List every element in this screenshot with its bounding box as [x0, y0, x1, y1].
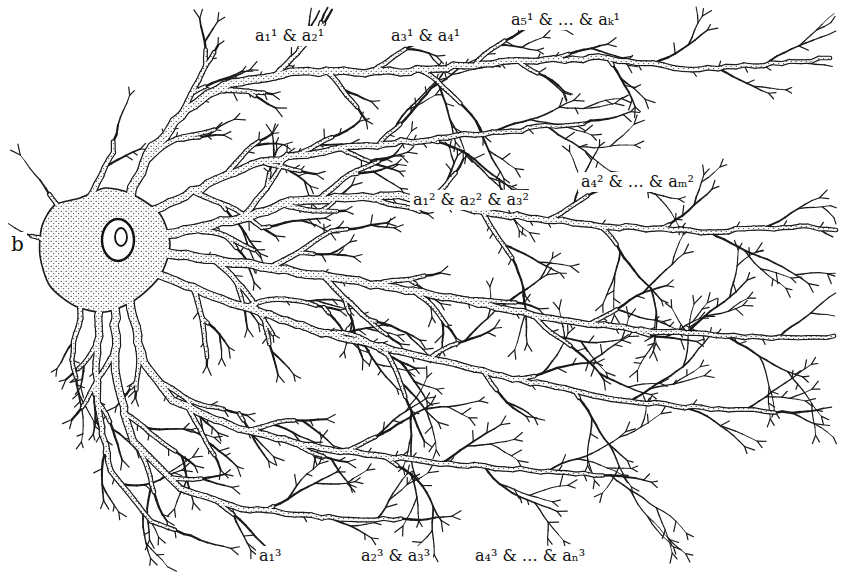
neuron-figure: ba₁¹ & a₂¹a₃¹ & a₄¹a₅¹ & … & aₖ¹a₁² & a₂… — [0, 0, 843, 580]
